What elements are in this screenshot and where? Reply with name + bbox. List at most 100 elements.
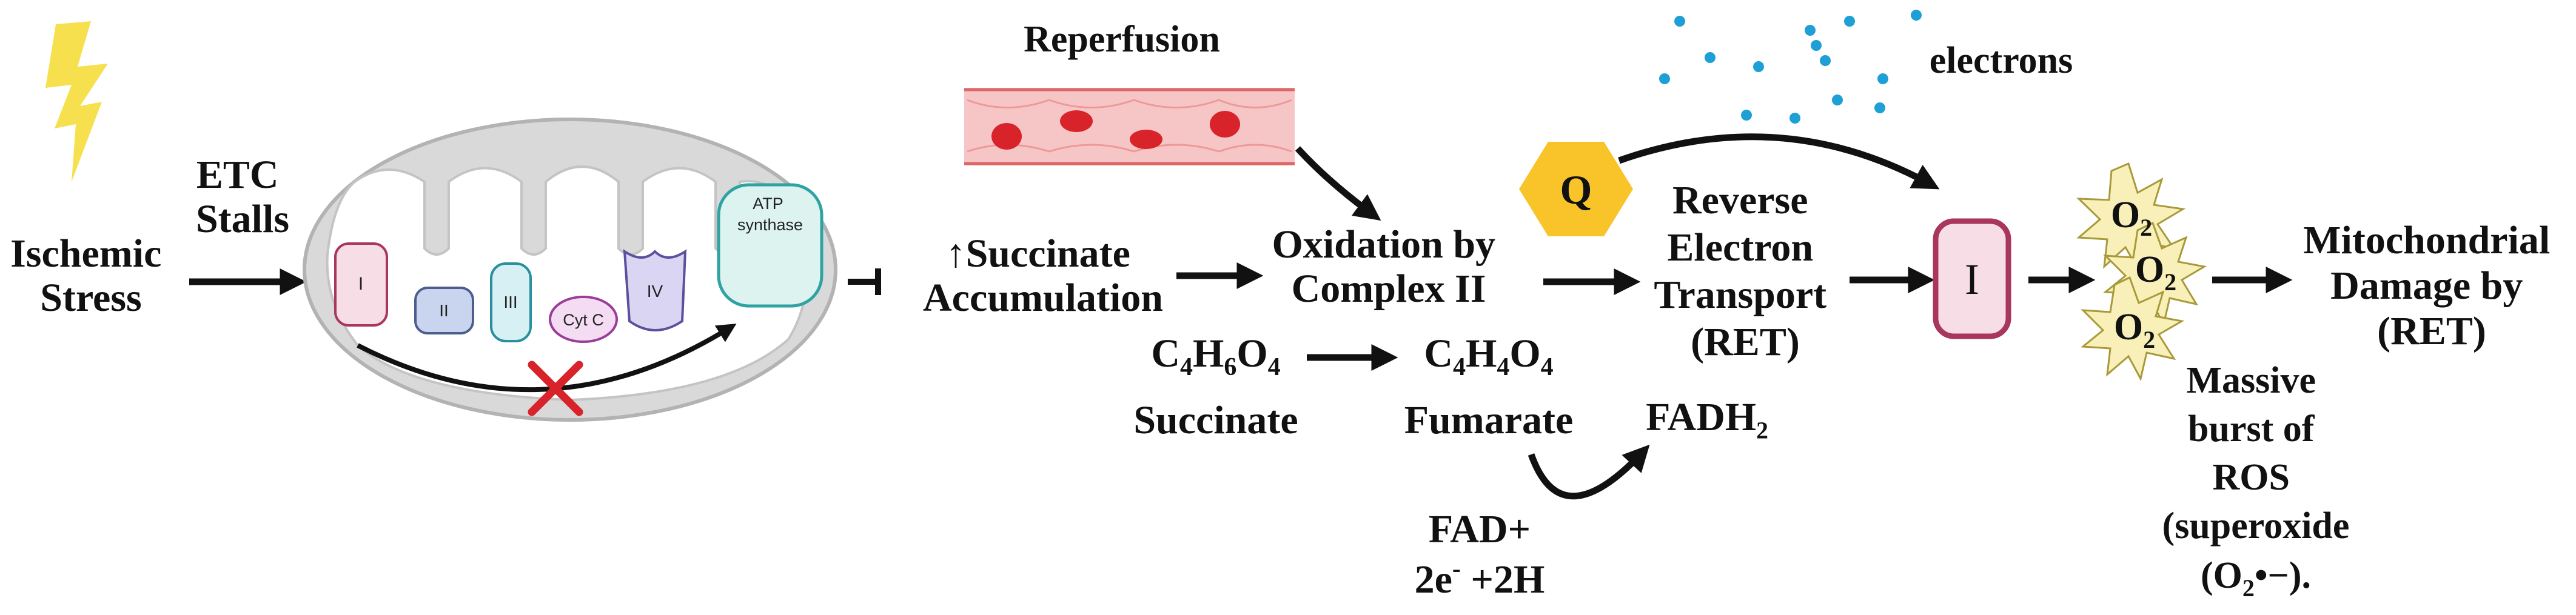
complex-iii-label: III bbox=[503, 293, 517, 311]
o2-1-o: O bbox=[2111, 194, 2140, 236]
ischemic-stress-label: Ischemic Stress bbox=[10, 231, 172, 320]
ischemic-line-1: Ischemic bbox=[10, 231, 161, 276]
electron-dot bbox=[1789, 113, 1800, 124]
red-blood-cell bbox=[991, 123, 1022, 150]
electron-dot bbox=[1874, 102, 1885, 113]
electron-dot bbox=[1820, 55, 1831, 66]
two-electrons: 2e bbox=[1415, 557, 1452, 602]
fad-plus-label: FAD+ bbox=[1429, 507, 1531, 551]
lightning-bolt-icon bbox=[45, 21, 108, 182]
ros-line-4: (superoxide bbox=[2162, 505, 2350, 547]
electron-dot bbox=[1659, 73, 1670, 84]
succinate-accumulation-label: ↑Succinate Accumulation bbox=[923, 231, 1163, 320]
complex-i-label: I bbox=[358, 274, 363, 294]
cytochrome-c-shape bbox=[549, 296, 618, 343]
fumarate-c: C bbox=[1424, 331, 1453, 376]
red-blood-cell bbox=[1130, 130, 1162, 149]
o2-molecule-3: O2 bbox=[2114, 307, 2155, 353]
succinate-formula: C4H6O4 bbox=[1151, 331, 1280, 381]
fumarate-formula: C4H4O4 bbox=[1424, 331, 1553, 381]
damage-line-3: (RET) bbox=[2377, 309, 2486, 353]
complex-i-shape bbox=[334, 242, 388, 327]
complex-iv-shape bbox=[623, 249, 687, 331]
atp-line-2: synthase bbox=[737, 216, 803, 234]
electron-dot bbox=[1877, 73, 1888, 84]
succinate-c: C bbox=[1151, 331, 1180, 376]
electrons-protons-label: 2e- +2H bbox=[1415, 555, 1545, 602]
succinate-name: Succinate bbox=[1133, 398, 1298, 442]
two-protons: +2H bbox=[1461, 557, 1545, 602]
atp-synthase-shape bbox=[717, 183, 823, 308]
ros-line-3: ROS bbox=[2213, 457, 2290, 498]
oxidation-line-2: Complex II bbox=[1292, 267, 1486, 311]
oxidation-complex-ii-label: Oxidation by Complex II bbox=[1272, 222, 1505, 311]
electron-dot bbox=[1844, 16, 1855, 27]
arrow-reperfusion-to-oxidation bbox=[1295, 146, 1381, 221]
superoxide-formula: (O2•−). bbox=[2201, 555, 2311, 602]
complex-iv-label: IV bbox=[647, 282, 663, 301]
superoxide-radical: •−). bbox=[2255, 555, 2311, 596]
etc-stalls-label: ETC Stalls bbox=[196, 153, 289, 241]
succinate-h-sub: 6 bbox=[1224, 353, 1236, 381]
arrow-fad-to-fadh2 bbox=[1528, 444, 1650, 500]
fumarate-h-sub: 4 bbox=[1497, 353, 1509, 381]
succinate-o: O bbox=[1236, 331, 1267, 376]
complex-i-box-label: I bbox=[1965, 255, 1979, 304]
complex-iii-shape bbox=[490, 262, 532, 342]
o2-molecule-2: O2 bbox=[2135, 249, 2176, 296]
fumarate-o-sub: 4 bbox=[1541, 353, 1554, 381]
electron-dot bbox=[1741, 110, 1752, 121]
fadh2-label: FADH₂ bbox=[1646, 395, 1768, 439]
oxidation-line-1: Oxidation by bbox=[1272, 222, 1495, 267]
complex-i-box bbox=[1933, 218, 2011, 339]
ros-line-1: Massive bbox=[2186, 360, 2316, 401]
blood-vessel-icon bbox=[964, 88, 1295, 165]
mitochondrion: I II III Cyt C IV ATP synthase bbox=[303, 118, 837, 422]
electron-dot bbox=[1674, 16, 1685, 27]
red-blood-cell bbox=[1060, 110, 1093, 132]
electron-dot bbox=[1705, 52, 1716, 63]
electron-flow-arrow bbox=[357, 324, 737, 393]
o2-2-o: O bbox=[2135, 249, 2164, 290]
arrow-q-to-complex-i bbox=[1618, 133, 1940, 190]
etc-line-2: Stalls bbox=[196, 197, 289, 241]
damage-line-1: Mitochondrial bbox=[2303, 218, 2550, 262]
mitochondrial-damage-label: Mitochondrial Damage by (RET) bbox=[2303, 218, 2560, 353]
succinate-c-sub: 4 bbox=[1180, 353, 1193, 381]
o2-1-sub: 2 bbox=[2140, 214, 2152, 241]
inhibition-bar bbox=[848, 268, 881, 295]
electron-dot bbox=[1805, 25, 1816, 36]
electron-dot bbox=[1811, 40, 1822, 51]
superoxide-o: (O bbox=[2201, 555, 2242, 596]
ros-star-icon bbox=[2081, 276, 2185, 382]
electron-dots bbox=[1659, 10, 1922, 124]
red-blood-cell bbox=[1210, 111, 1240, 138]
electrons-label: electrons bbox=[1930, 40, 2073, 81]
complex-ii-label: II bbox=[439, 301, 449, 320]
ros-line-2: burst of bbox=[2188, 408, 2315, 450]
blocked-cross-icon bbox=[528, 361, 583, 416]
ret-line-4: (RET) bbox=[1691, 320, 1800, 364]
superoxide-cluster: O2 O2 O2 bbox=[2076, 162, 2207, 382]
ischemic-line-2: Stress bbox=[40, 276, 141, 320]
succinate-acc-line-2: Accumulation bbox=[923, 276, 1163, 320]
cytochrome-c-label: Cyt C bbox=[563, 311, 604, 329]
complex-ii-shape bbox=[414, 287, 474, 334]
o2-3-sub: 2 bbox=[2143, 326, 2155, 353]
ubiquinone-hexagon-icon bbox=[1519, 142, 1633, 236]
o2-2-sub: 2 bbox=[2164, 268, 2176, 296]
succinate-acc-line-1: ↑Succinate bbox=[946, 231, 1130, 276]
atp-line-1: ATP bbox=[753, 194, 783, 213]
superoxide-sub: 2 bbox=[2242, 574, 2255, 602]
ret-line-1: Reverse bbox=[1672, 178, 1808, 222]
o2-molecule-1: O2 bbox=[2111, 194, 2152, 241]
fumarate-c-sub: 4 bbox=[1453, 353, 1466, 381]
fumarate-h: H bbox=[1466, 331, 1497, 376]
fumarate-name: Fumarate bbox=[1404, 398, 1574, 442]
electron-dot bbox=[1832, 95, 1843, 105]
damage-line-2: Damage by bbox=[2330, 264, 2523, 308]
succinate-o-sub: 4 bbox=[1268, 353, 1281, 381]
ret-line-3: Transport bbox=[1654, 273, 1826, 317]
ros-burst-label: Massive burst of ROS (superoxide bbox=[2162, 360, 2350, 547]
